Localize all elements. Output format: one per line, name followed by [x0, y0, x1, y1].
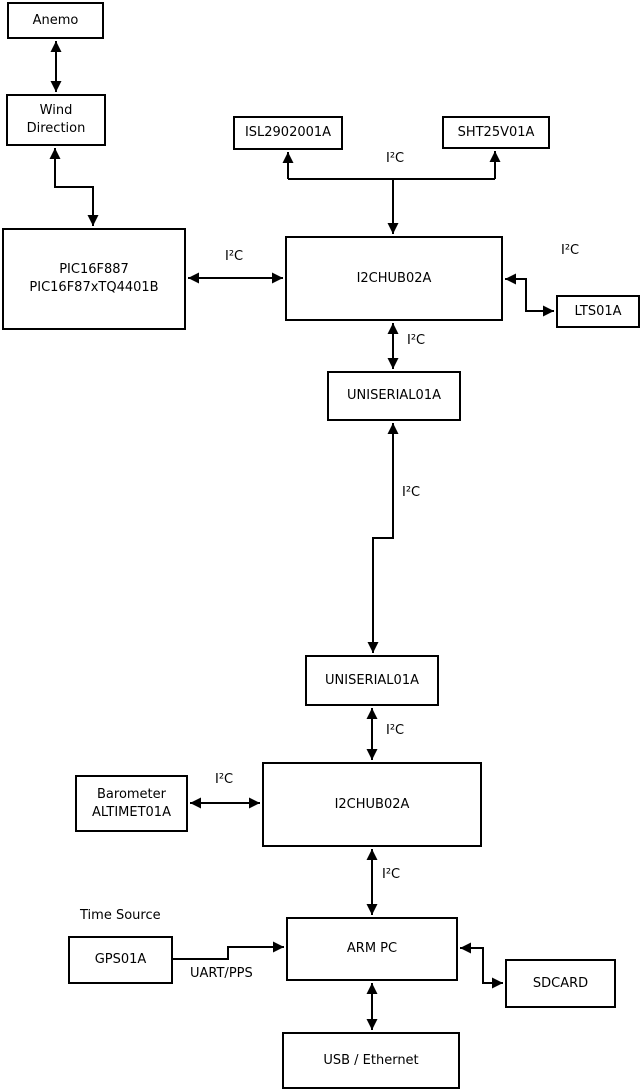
wire-hub-lts: [505, 273, 554, 317]
box-usb-ethernet: USB / Ethernet: [282, 1032, 460, 1089]
box-anemo-label: Anemo: [32, 12, 79, 28]
box-i2chub02a-top: I2CHUB02A: [285, 236, 503, 321]
box-barometer: Barometer ALTIMET01A: [75, 775, 188, 832]
box-usb-ethernet-label: USB / Ethernet: [323, 1052, 419, 1068]
label-i2c-pic-hub: I²C: [225, 249, 244, 264]
box-uniserial01a-top: UNISERIAL01A: [327, 371, 461, 421]
wire-winddir-pic: [49, 148, 99, 226]
label-i2c-hub-uniserial: I²C: [407, 333, 426, 348]
label-i2c-uniserial-hub2: I²C: [386, 723, 405, 738]
box-barometer-line1: Barometer: [97, 786, 166, 802]
box-sdcard-label: SDCARD: [532, 975, 589, 991]
label-i2c-hub2-armpc: I²C: [382, 867, 401, 882]
wire-armpc-sdcard: [460, 942, 503, 989]
wire-uniserial-link: [367, 423, 399, 653]
box-i2chub02a-bottom-label: I2CHUB02A: [334, 796, 410, 812]
box-isl2902001a: ISL2902001A: [233, 116, 343, 150]
box-lts01a-label: LTS01A: [574, 303, 622, 319]
box-isl2902001a-label: ISL2902001A: [244, 125, 332, 141]
box-lts01a: LTS01A: [556, 295, 640, 328]
label-i2c-sensor-bus: I²C: [386, 151, 405, 166]
box-i2chub02a-top-label: I2CHUB02A: [356, 270, 432, 286]
box-pic16f887: PIC16F887 PIC16F87xTQ4401B: [2, 228, 186, 330]
box-pic16f887-line1: PIC16F887: [59, 262, 129, 278]
box-sht25v01a: SHT25V01A: [442, 116, 550, 149]
label-uart-pps: UART/PPS: [190, 966, 253, 981]
box-gps01a: GPS01A: [68, 936, 173, 984]
box-pic16f887-line2: PIC16F87xTQ4401B: [29, 280, 159, 295]
box-arm-pc-label: ARM PC: [346, 941, 398, 957]
box-uniserial01a-top-label: UNISERIAL01A: [347, 388, 441, 404]
label-i2c-uniserial-link: I²C: [402, 485, 421, 500]
wire-gps-armpc: [173, 941, 284, 960]
box-uniserial01a-bottom: UNISERIAL01A: [305, 655, 439, 706]
box-i2chub02a-bottom: I2CHUB02A: [262, 762, 482, 847]
label-i2c-lts: I²C: [561, 243, 580, 258]
label-i2c-barometer-hub2: I²C: [215, 772, 234, 787]
box-anemo: Anemo: [7, 2, 104, 39]
box-barometer-line2: ALTIMET01A: [92, 804, 171, 820]
box-uniserial01a-bottom-label: UNISERIAL01A: [325, 672, 419, 688]
box-sht25v01a-label: SHT25V01A: [457, 124, 535, 140]
label-time-source: Time Source: [80, 908, 161, 923]
box-wind-direction-line1: Wind: [39, 103, 73, 119]
box-arm-pc: ARM PC: [286, 917, 458, 981]
box-wind-direction-line2: Direction: [26, 121, 86, 136]
box-wind-direction: Wind Direction: [6, 94, 106, 146]
box-gps01a-label: GPS01A: [94, 952, 147, 968]
box-sdcard: SDCARD: [505, 959, 616, 1008]
